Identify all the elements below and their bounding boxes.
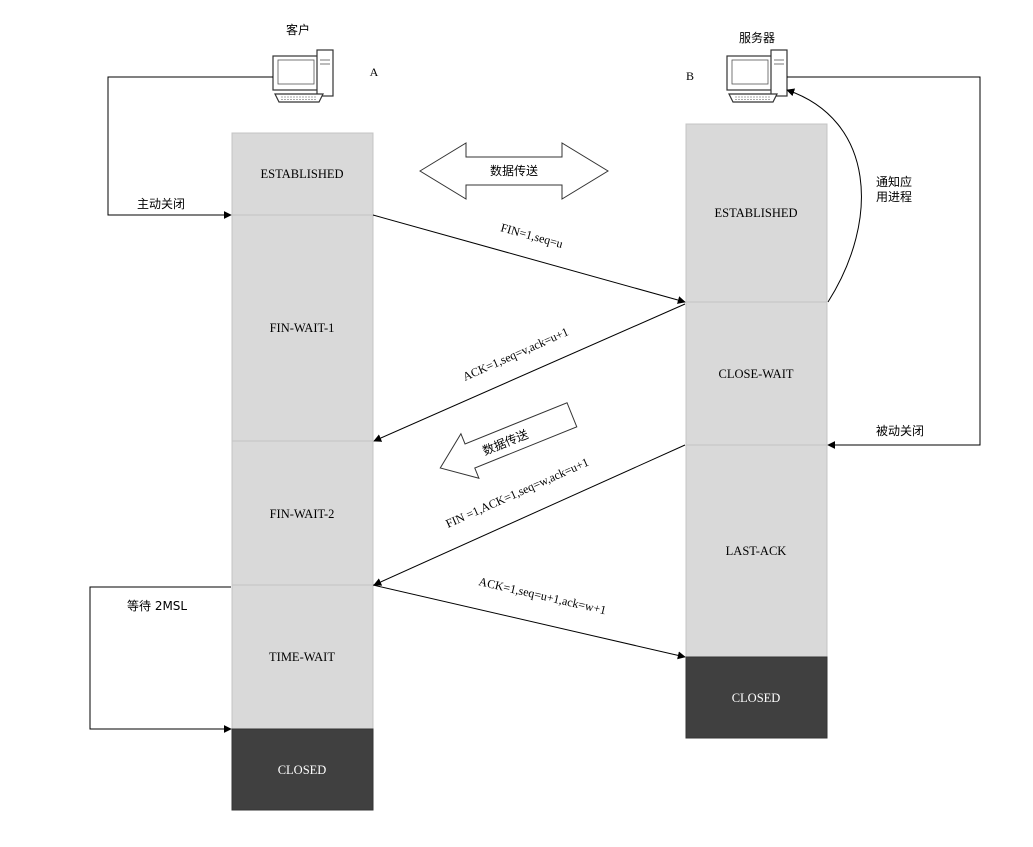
- server-computer-icon: [726, 49, 788, 103]
- client-state-fin-wait-2: [231, 440, 374, 586]
- ack1-message-label: ACK=1,seq=v,ack=u+1: [461, 324, 571, 383]
- data-transfer-label-center: 数据传送: [490, 163, 538, 178]
- active-close-arrow: [107, 76, 273, 219]
- client-letter: A: [370, 65, 379, 79]
- server-state-closed: [685, 656, 828, 739]
- server-state-label: LAST-ACK: [726, 544, 787, 558]
- client-state-label: CLOSED: [278, 763, 327, 777]
- client-state-label: FIN-WAIT-2: [270, 507, 335, 521]
- client-title: 客户: [286, 22, 310, 37]
- client-state-established: [231, 132, 374, 216]
- server-state-column: ESTABLISHED CLOSE-WAIT LAST-ACK CLOSED: [685, 123, 828, 739]
- server-state-label: ESTABLISHED: [714, 206, 797, 220]
- server-letter: B: [686, 69, 694, 83]
- server-state-established: [685, 123, 828, 303]
- fin1-message-arrow: [372, 214, 686, 304]
- client-state-fin-wait-1: [231, 214, 374, 442]
- client-state-closed: [231, 728, 374, 811]
- data-transfer-double-arrow: [419, 142, 609, 200]
- ack1-message-arrow: [373, 303, 686, 442]
- active-close-label: 主动关闭: [137, 197, 185, 211]
- fin2-message-arrow: [373, 444, 686, 586]
- notify-application-label: 通知应: [876, 174, 912, 189]
- server-state-label: CLOSE-WAIT: [719, 367, 794, 381]
- ack2-message-arrow: [372, 584, 686, 660]
- client-state-time-wait: [231, 584, 374, 730]
- server-state-label: CLOSED: [732, 691, 781, 705]
- notify-application-arrow: [786, 88, 862, 303]
- client-state-label: TIME-WAIT: [269, 650, 335, 664]
- client-computer-icon: [272, 49, 334, 103]
- passive-close-label: 被动关闭: [876, 424, 924, 438]
- wait-2msl-label: 等待 2MSL: [127, 599, 187, 613]
- client-state-label: FIN-WAIT-1: [270, 321, 335, 335]
- passive-close-arrow: [787, 76, 981, 449]
- client-state-column: ESTABLISHED FIN-WAIT-1 FIN-WAIT-2 TIME-W…: [231, 132, 374, 811]
- ack2-message-label: ACK=1,seq=u+1,ack=w+1: [477, 574, 607, 617]
- client-state-label: ESTABLISHED: [260, 167, 343, 181]
- fin1-message-label: FIN=1,seq=u: [499, 220, 564, 251]
- wait-2msl-arrow: [89, 586, 232, 733]
- notify-application-label: 用进程: [876, 189, 912, 204]
- server-title: 服务器: [739, 30, 775, 45]
- server-state-last-ack: [685, 444, 828, 658]
